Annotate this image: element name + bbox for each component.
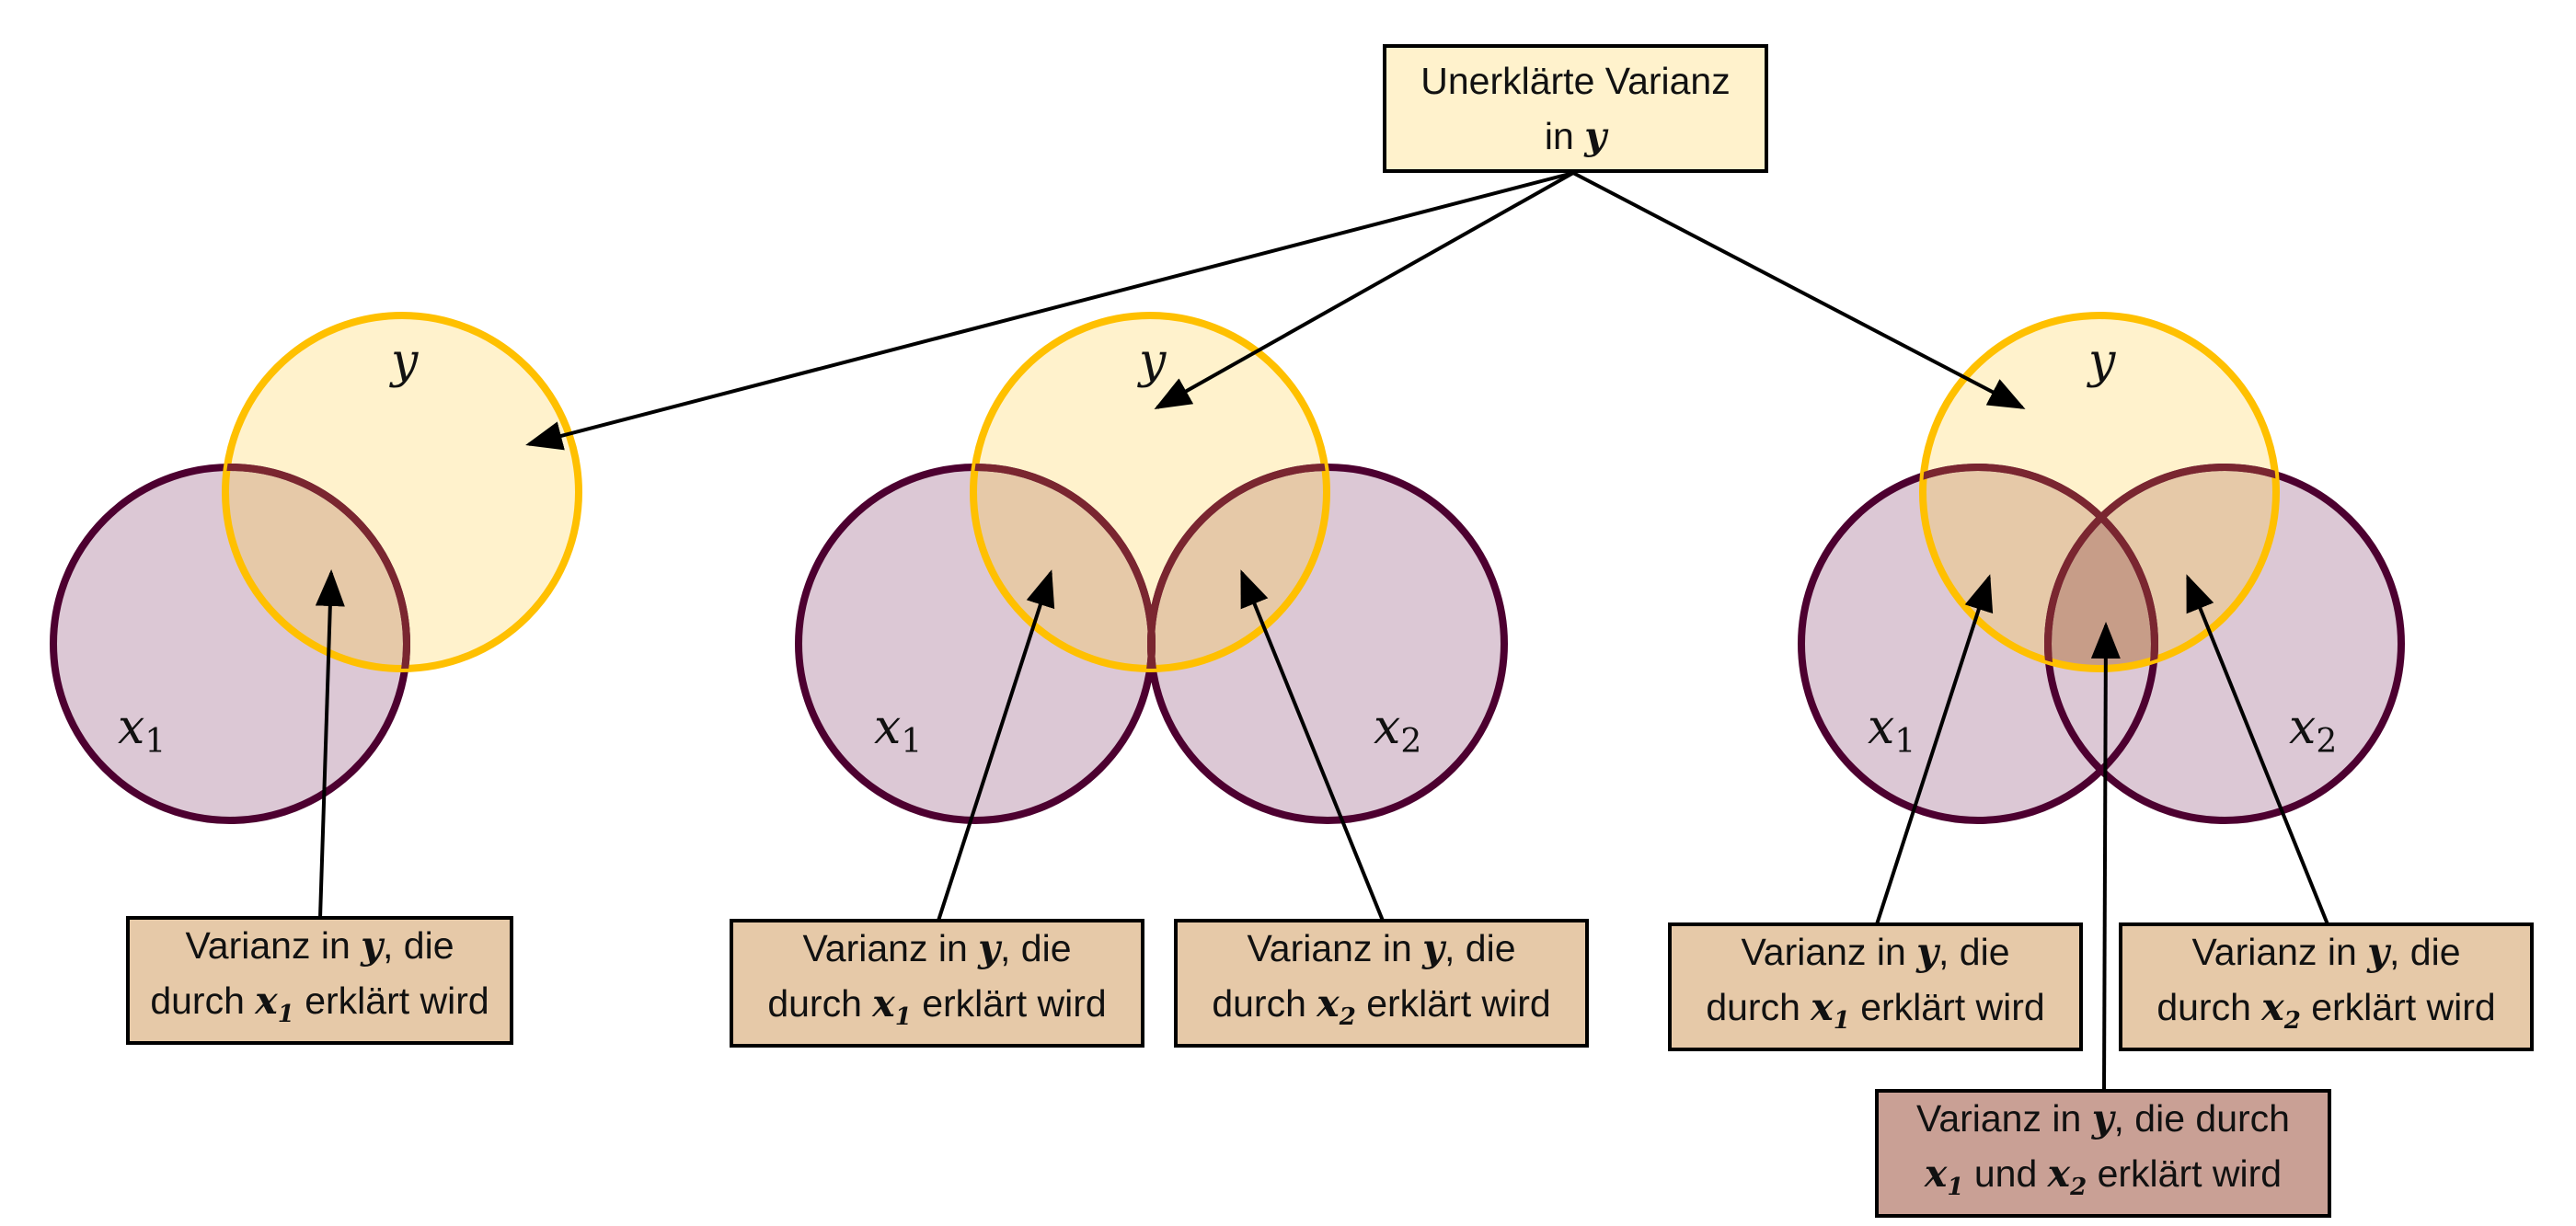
box-line1: Varianz in y, die — [1247, 926, 1516, 971]
label-x2-2: x2 — [1374, 700, 1421, 761]
box-line2: durch x2 erklärt wird — [1212, 981, 1551, 1032]
label-x1-3: x1 — [1868, 700, 1915, 761]
box-line2: durch x1 erklärt wird — [150, 979, 489, 1029]
arrow-d3-x1 — [1875, 574, 1994, 925]
top-box-line1: Unerklärte Varianz — [1420, 60, 1731, 102]
arrow-d2-x2 — [1240, 569, 1385, 922]
label-x2-3: x2 — [2289, 700, 2337, 761]
arrow-unexplained-3 — [1572, 171, 2026, 409]
overlap-y-x2 — [1151, 467, 1327, 669]
explained-x2-box-3: Varianz in y, die durch x2 erklärt wird — [2119, 922, 2534, 1051]
label-x1-2: x1 — [874, 700, 922, 761]
box-line1: Varianz in y, die durch — [1916, 1096, 2290, 1141]
explained-x1-box-1: Varianz in y, die durch x1 erklärt wird — [126, 916, 513, 1045]
label-y-1: y — [389, 334, 419, 389]
arrow-unexplained-2 — [1154, 171, 1574, 409]
explained-x2-box-2: Varianz in y, die durch x2 erklärt wird — [1174, 919, 1589, 1048]
box-line2: durch x2 erklärt wird — [2156, 985, 2496, 1036]
box-line1: Varianz in y, die — [802, 926, 1072, 971]
box-line1: Varianz in y, die — [2191, 930, 2461, 975]
venn-two-uncorrelated — [795, 312, 1508, 824]
box-line1: Varianz in y, die — [185, 923, 454, 968]
arrows-explained — [315, 569, 2329, 1092]
box-line2: x1 und x2 erklärt wird — [1924, 1152, 2283, 1202]
top-box-line2: in y — [1544, 114, 1607, 158]
arrow-d3-x2 — [2186, 574, 2329, 925]
explained-x1-box-3: Varianz in y, die durch x1 erklärt wird — [1668, 922, 2083, 1051]
arrow-unexplained-1 — [525, 171, 1574, 451]
label-x1-1: x1 — [118, 700, 166, 761]
box-line2: durch x1 erklärt wird — [1706, 985, 2045, 1036]
box-line2: durch x1 erklärt wird — [767, 981, 1107, 1032]
label-y-2: y — [1137, 334, 1167, 389]
explained-x1-box-2: Varianz in y, die durch x1 erklärt wird — [730, 919, 1144, 1048]
arrows-unexplained — [525, 171, 2026, 451]
box-line1: Varianz in y, die — [1741, 930, 2010, 975]
unexplained-variance-box: Unerklärte Varianz in y — [1383, 44, 1768, 173]
arrow-d1-x1 — [315, 569, 345, 919]
arrow-d2-x1 — [937, 569, 1055, 922]
arrow-d3-x1x2 — [2090, 622, 2121, 1092]
explained-x1-x2-box-3: Varianz in y, die durch x1 und x2 erklär… — [1875, 1089, 2331, 1218]
venn-one-predictor — [50, 312, 582, 824]
label-y-3: y — [2087, 334, 2116, 389]
